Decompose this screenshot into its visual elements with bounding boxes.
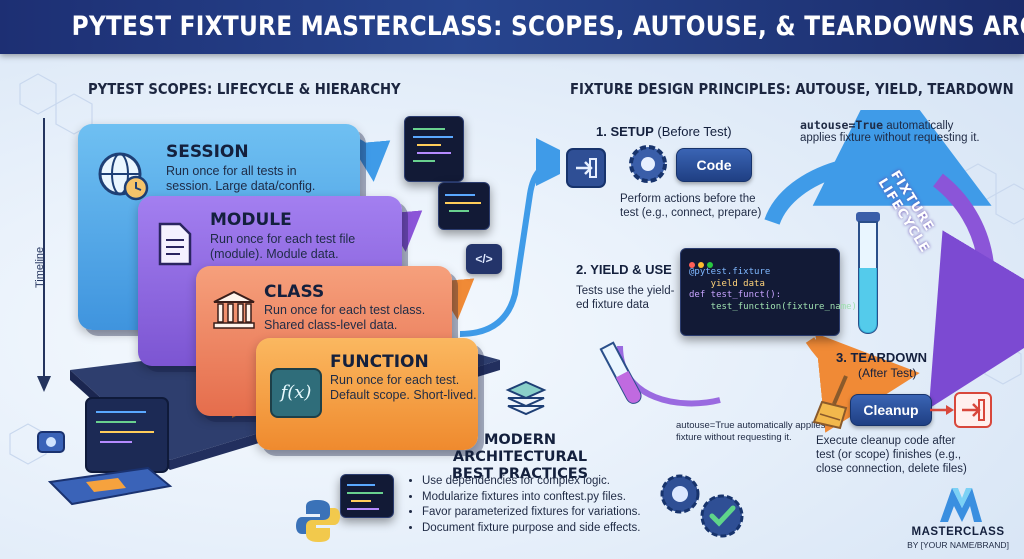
setup-label: 1. SETUP (Before Test) (596, 124, 732, 139)
brand-logo-icon (940, 488, 982, 522)
layers-stack-icon (505, 380, 547, 416)
gears-check-icon (660, 474, 744, 538)
teardown-arrow (930, 405, 954, 415)
autouse-note-top-2: applies fixture without requesting it. (800, 132, 980, 144)
best-practices-heading-line-1: MODERN ARCHITECTURAL (452, 432, 588, 465)
scopes-heading: PYTEST SCOPES: LIFECYCLE & HIERARCHY (88, 80, 401, 98)
brand-name: MASTERCLASS (911, 526, 1005, 538)
code-lines-graphic (445, 194, 481, 212)
page-title: PYTEST FIXTURE MASTERCLASS: SCOPES, AUTO… (71, 11, 1024, 42)
autouse-note-top-1: automatically (883, 120, 954, 132)
yield-label: 2. YIELD & USE (576, 262, 672, 277)
autouse-note-top: autouse=True automatically (800, 118, 953, 132)
code-tag-icon: </> (466, 244, 502, 274)
function-fx-icon: f(x) (270, 368, 322, 418)
setup-desc-1: Perform actions before the (620, 193, 756, 205)
class-title: CLASS (264, 282, 325, 302)
yield-desc-2: ed fixture data (576, 299, 649, 311)
globe-clock-icon (98, 152, 149, 201)
session-desc-1: Run once for all tests in (166, 164, 297, 178)
teardown-label-sub: (After Test) (858, 366, 917, 380)
code-snippet-card-2 (438, 182, 490, 230)
code-snippet-card-1 (404, 116, 464, 182)
setup-desc-2: test (e.g., connect, prepare) (620, 207, 762, 219)
session-title: SESSION (166, 142, 249, 162)
code-line: def test_funct(): (689, 290, 782, 300)
brand-subtitle: BY [YOUR NAME/BRAND] (907, 540, 1009, 550)
document-icon (158, 222, 192, 266)
best-practice-item: Modularize fixtures into conftest.py fil… (422, 490, 662, 506)
laptop-monitor-icon (37, 397, 173, 506)
code-line: yield data (689, 278, 765, 289)
code-snippet-card-3 (340, 474, 394, 518)
best-practices-heading: MODERN ARCHITECTURAL BEST PRACTICES (420, 432, 620, 483)
best-practices-list: Use dependencies for complex logic. Modu… (408, 474, 662, 536)
code-line: @pytest.fixture (689, 267, 771, 277)
autouse-note-bottom-1: autouse=True automatically applies (676, 420, 826, 431)
code-lines-graphic (347, 484, 383, 510)
title-banner (0, 0, 1024, 54)
best-practice-item: Favor parameterized fixtures for variati… (422, 505, 662, 521)
setup-label-bold: 1. SETUP (596, 124, 654, 139)
best-practice-item: Document fixture purpose and side effect… (422, 521, 662, 537)
timeline-arrow (37, 118, 51, 392)
class-desc-2: Shared class-level data. (264, 318, 398, 332)
gear-icon (629, 145, 667, 183)
yield-desc-1: Tests use the yield- (576, 285, 675, 297)
session-desc-2: session. Large data/config. (166, 179, 316, 193)
function-title: FUNCTION (330, 352, 429, 372)
teardown-desc-2: test (or scope) finishes (e.g., (816, 449, 962, 461)
exit-icon (954, 392, 992, 428)
setup-label-rest: (Before Test) (653, 124, 732, 139)
autouse-note-bottom-2: fixture without requesting it. (676, 432, 792, 443)
function-desc-1: Run once for each test. (330, 373, 460, 387)
code-lines-graphic (413, 128, 453, 162)
window-dots (689, 255, 713, 273)
pouring-test-tube-icon (599, 341, 642, 404)
module-desc-2: (module). Module data. (210, 247, 339, 261)
best-practice-item: Use dependencies for complex logic. (422, 474, 662, 490)
best-practices-heading-line-2: BEST PRACTICES (451, 466, 589, 482)
enter-icon (566, 148, 606, 188)
function-desc-2: Default scope. Short-lived. (330, 388, 477, 402)
teardown-desc-1: Execute cleanup code after (816, 435, 956, 447)
module-desc-1: Run once for each test file (210, 232, 356, 246)
test-tube-icon (856, 212, 880, 334)
building-columns-icon (213, 290, 255, 329)
code-line: test_function(fixture_name) (689, 301, 857, 312)
principles-heading: FIXTURE DESIGN PRINCIPLES: AUTOUSE, YIEL… (570, 80, 1014, 98)
python-logo-icon (296, 500, 340, 542)
teardown-label: 3. TEARDOWN (836, 350, 927, 365)
code-button[interactable]: Code (676, 148, 752, 182)
cleanup-button[interactable]: Cleanup (850, 394, 932, 426)
broom-icon (812, 375, 848, 430)
autouse-code: autouse=True (800, 118, 884, 132)
class-desc-1: Run once for each test class. (264, 303, 426, 317)
module-title: MODULE (210, 210, 292, 230)
teardown-desc-3: close connection, delete files) (816, 463, 967, 475)
